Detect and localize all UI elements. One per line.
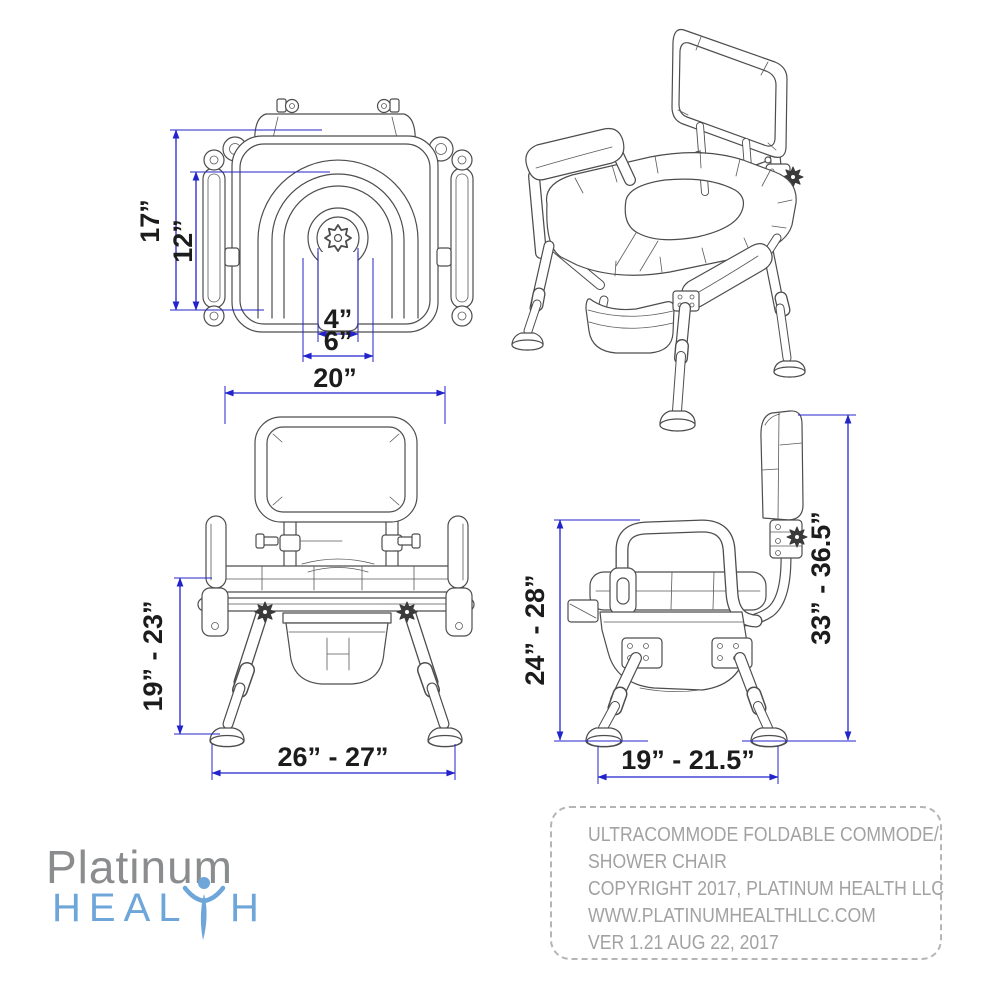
logo-health-text-left: HEAL [52, 886, 189, 930]
dim-side-33-36: 33” - 36.5” [742, 414, 856, 742]
logo-health-text-right: H [230, 886, 267, 930]
dim-front-19-23: 19” - 23” [138, 577, 220, 735]
dim-label-base-width-range: 26” - 27” [277, 742, 388, 772]
person-right-arm [201, 885, 226, 904]
info-line-website: WWW.PLATINUMHEALTHLLC.COM [588, 905, 876, 927]
dim-front-20: 20” [224, 363, 446, 424]
platinum-health-logo: Platinum HEAL H [46, 840, 286, 970]
dim-side-24-28: 24” - 28” [520, 519, 648, 742]
isometric-view [511, 28, 806, 432]
dim-label-overall-height-range: 33” - 36.5” [806, 511, 836, 645]
dim-label-overall-depth: 17” [135, 199, 165, 243]
dim-label-base-depth-range: 19” - 21.5” [621, 745, 755, 775]
dim-label-seat-depth: 12” [168, 219, 198, 263]
side-view: 24” - 28” 33” - 36.5” 19” - 21.5” [520, 410, 856, 784]
dim-front-26-27: 26” - 27” [211, 742, 456, 780]
person-body [200, 894, 207, 940]
dim-label-guard-outer-width: 6” [324, 326, 353, 356]
dim-top-6: 6” [302, 258, 374, 362]
info-line-version: VER 1.21 AUG 22, 2017 [588, 932, 779, 954]
dim-label-seat-height-range: 19” - 23” [138, 600, 168, 711]
top-view: 17” 12” 4” 6” [135, 98, 474, 362]
info-box: ULTRACOMMODE FOLDABLE COMMODE/ SHOWER CH… [550, 806, 944, 960]
info-line-copyright: COPYRIGHT 2017, PLATINUM HEALTH LLC [588, 878, 945, 900]
person-left-arm [182, 885, 207, 904]
dim-label-armrest-height-range: 24” - 28” [520, 574, 550, 685]
adjust-gear-knob [324, 224, 352, 252]
dim-top-4: 4” [317, 248, 359, 342]
dim-label-backrest-width: 20” [313, 363, 357, 393]
info-line-product-subtitle: SHOWER CHAIR [588, 851, 727, 873]
info-line-product-title: ULTRACOMMODE FOLDABLE COMMODE/ [588, 824, 939, 846]
dim-top-17: 17” [135, 129, 322, 311]
info-box-lines: ULTRACOMMODE FOLDABLE COMMODE/ SHOWER CH… [588, 822, 993, 957]
person-head [198, 877, 210, 889]
logo-person-figure [182, 877, 226, 940]
dim-label-guard-inner-width: 4” [324, 304, 353, 334]
front-view: 20” 19” - 23” 26” - 27” [138, 363, 475, 780]
dim-top-12: 12” [168, 171, 330, 311]
dim-side-19-21: 19” - 21.5” [597, 745, 779, 784]
